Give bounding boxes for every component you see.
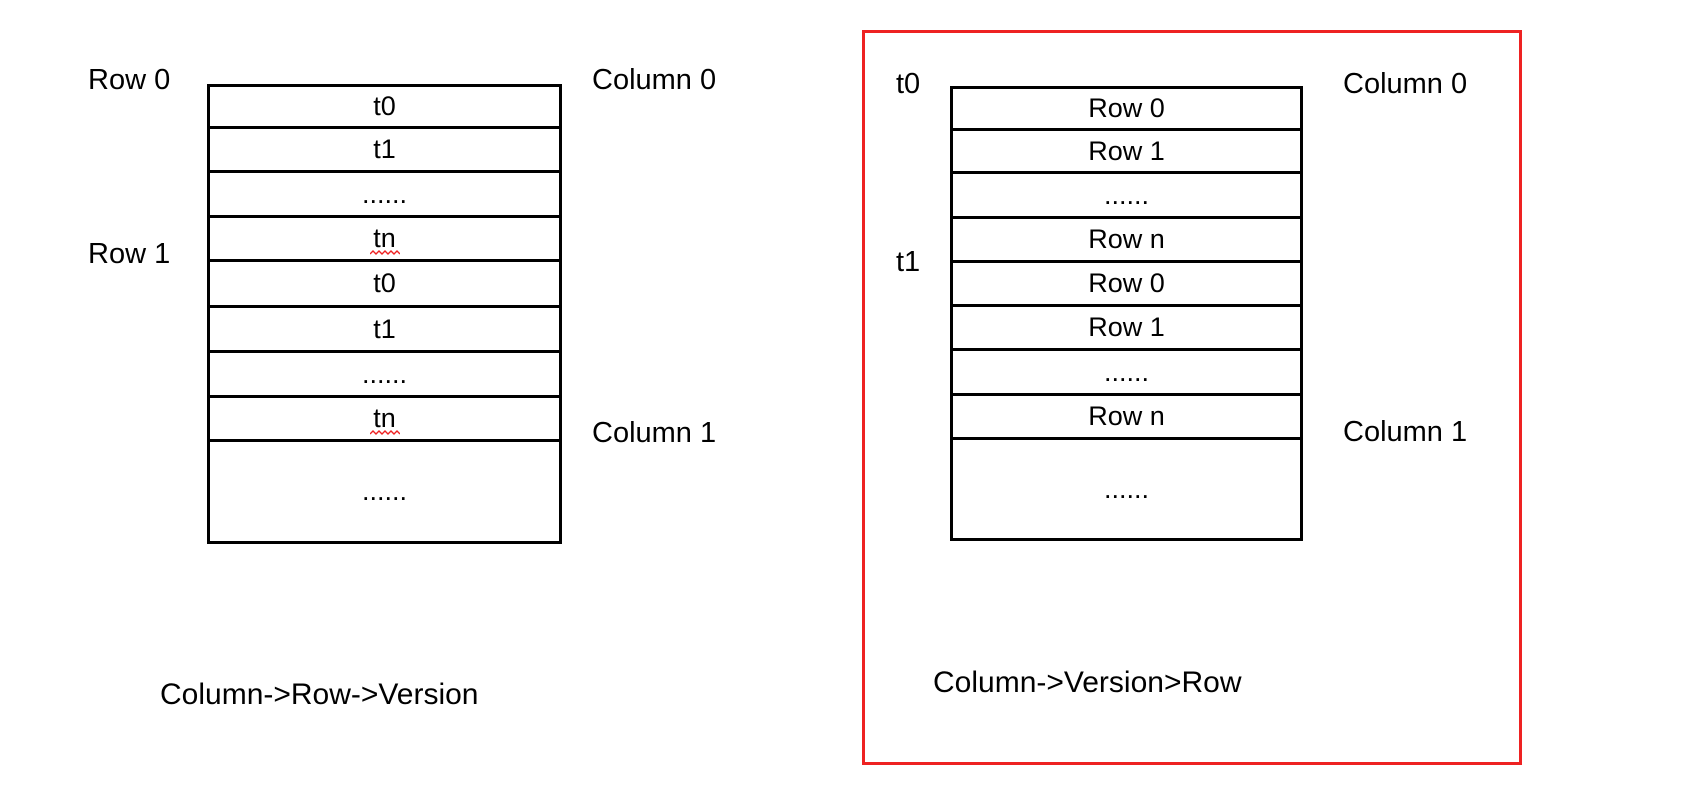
cell-label: ...... [1103,473,1149,504]
table-cell: t0 [210,262,559,308]
cell-label: ...... [1103,356,1149,387]
cell-label: tn [373,223,396,253]
table-cell: Row 0 [953,89,1300,131]
right-annotation-column-0-highlighted: Column 0 [1343,68,1468,100]
left-annotation-row-1: Row 1 [88,238,171,270]
left-annotation-t1: t1 [896,246,921,278]
table-cell: Row n [953,219,1300,263]
cell-label: Row 0 [1088,268,1165,298]
table-cell: t1 [210,129,559,173]
cell-label: ...... [361,358,407,389]
diagram-caption-left: Column->Row->Version [160,678,479,711]
table-cell: tn [210,218,559,262]
diagram-column-version-row [840,0,1694,794]
left-annotation-row-0: Row 0 [88,64,171,96]
right-annotation-column-0: Column 0 [592,64,717,96]
cell-label: Row n [1088,224,1165,254]
diagram-column-row-version: Row 0 Row 1 Column 0 Column 1 t0 t1 ....… [0,0,840,794]
version-stack-table-left: t0 t1 ...... tn t0 t1 ...... tn ...... [207,84,562,544]
cell-label: ...... [361,178,407,209]
cell-label: t0 [373,268,396,298]
table-cell: Row 1 [953,131,1300,174]
table-cell: ...... [210,442,559,541]
table-cell: Row 1 [953,307,1300,351]
table-cell: Row 0 [953,263,1300,307]
version-stack-table-right: Row 0 Row 1 ...... Row n Row 0 Row 1 ...… [950,86,1303,541]
left-annotation-t0: t0 [896,68,921,100]
cell-label: tn [373,403,396,433]
right-annotation-column-1-highlighted: Column 1 [1343,416,1468,448]
table-cell: t0 [210,87,559,129]
diagram-caption-right: Column->Version>Row [933,666,1242,699]
table-cell: Row n [953,396,1300,440]
table-cell: ...... [210,353,559,398]
spellcheck-squiggle-icon [369,430,400,436]
cell-label: Row 0 [1088,93,1165,123]
cell-label: ...... [361,476,407,506]
table-cell: t1 [210,308,559,353]
cell-label: t1 [373,313,396,344]
cell-label: Row 1 [1088,312,1165,342]
cell-label: t1 [373,134,396,164]
right-annotation-column-1: Column 1 [592,417,717,449]
cell-label: Row 1 [1088,135,1165,166]
table-cell: ...... [953,174,1300,219]
table-cell: ...... [953,440,1300,538]
cell-label: t0 [373,91,396,121]
spellcheck-squiggle-icon [369,250,400,256]
highlight-frame [862,30,1522,765]
table-cell: ...... [210,173,559,218]
table-cell: tn [210,398,559,442]
cell-label: Row n [1088,401,1165,431]
cell-label: ...... [1103,179,1149,210]
table-cell: ...... [953,351,1300,396]
